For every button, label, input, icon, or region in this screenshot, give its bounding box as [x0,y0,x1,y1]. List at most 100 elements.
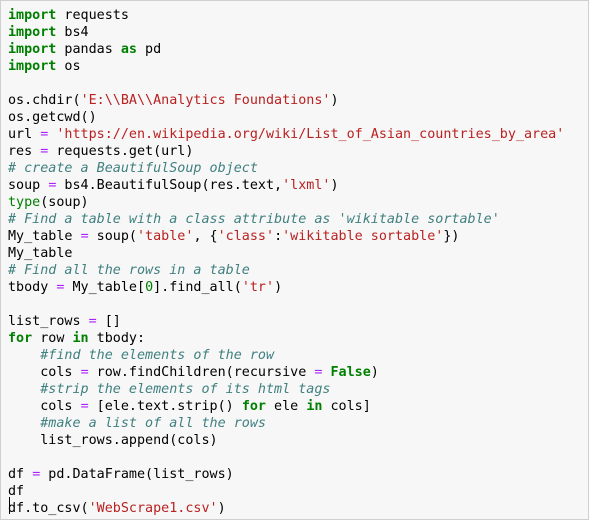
code-token: 'lxml' [282,178,331,193]
code-token: (soup) [40,195,89,210]
code-line[interactable]: import pandas as pd [8,41,564,58]
code-token: 'WebScrape1.csv' [88,501,218,516]
code-token: , { [193,229,218,244]
code-line[interactable]: # create a BeautifulSoup object [8,160,564,177]
code-token: ) [274,280,283,295]
code-line[interactable] [8,296,564,313]
code-token: = [40,127,49,142]
code-token: cols [8,365,81,380]
code-line[interactable]: My_table = soup('table', {'class':'wikit… [8,228,564,245]
code-token: os [56,59,81,74]
code-token: 0 [145,280,154,295]
code-line[interactable]: url = 'https://en.wikipedia.org/wiki/Lis… [8,126,564,143]
code-token: row.findChildren(recursive [88,365,315,380]
code-token: soup( [88,229,137,244]
code-token: bs4 [56,25,89,40]
code-token: #make a list of all the rows [40,416,266,431]
code-token: = [40,144,49,159]
code-token: ele [266,399,307,414]
code-line[interactable] [8,75,564,92]
code-token: df [8,467,33,482]
code-token: for [8,331,33,346]
code-line[interactable]: My_table [8,245,564,262]
code-line[interactable] [8,449,564,466]
code-line[interactable]: tbody = My_table[0].find_all('tr') [8,279,564,296]
code-token: as [120,42,137,57]
code-token: row [32,331,73,346]
code-line[interactable]: import os [8,58,564,75]
code-token: ) [217,501,226,516]
code-token: url [8,127,41,142]
code-token: df.to_csv( [8,501,89,516]
code-token: 'tr' [241,280,275,295]
code-token: import [8,59,57,74]
code-line[interactable]: df = pd.DataFrame(list_rows) [8,466,564,483]
code-token: }) [443,229,460,244]
code-token: os.chdir( [8,93,81,108]
code-token: ) [330,178,339,193]
code-token: os.getcwd() [8,110,97,125]
code-line[interactable]: type(soup) [8,194,564,211]
code-token: My_table [8,246,73,261]
code-line[interactable]: list_rows = [] [8,313,564,330]
code-token: pandas [56,42,121,57]
code-token: = [80,365,89,380]
code-line[interactable]: for row in tbody: [8,330,564,347]
code-token: 'class' [217,229,275,244]
code-token: bs4.BeautifulSoup(res.text, [56,178,283,193]
code-token: pd [137,42,162,57]
code-token: 'wikitable sortable' [282,229,444,244]
code-line[interactable]: df [8,483,564,500]
code-token: type [8,195,41,210]
code-token: tbody: [88,331,146,346]
code-token: for [241,399,266,414]
code-token: #strip the elements of its html tags [40,382,331,397]
code-line[interactable]: #make a list of all the rows [8,415,564,432]
code-line[interactable]: cols = [ele.text.strip() for ele in cols… [8,398,564,415]
code-token: = [88,314,97,329]
code-token: = [314,365,323,380]
code-line[interactable]: import requests [8,7,564,24]
code-token: My_table [8,229,81,244]
code-token: cols] [322,399,371,414]
code-line[interactable]: import bs4 [8,24,564,41]
code-token: soup [8,178,49,193]
code-token: = [56,280,65,295]
code-line[interactable]: #strip the elements of its html tags [8,381,564,398]
code-token: in [72,331,89,346]
code-token: : [274,229,283,244]
code-line[interactable]: soup = bs4.BeautifulSoup(res.text,'lxml'… [8,177,564,194]
code-token: = [48,178,57,193]
code-token: #find the elements of the row [40,348,275,363]
code-line[interactable]: cols = row.findChildren(recursive = Fals… [8,364,564,381]
code-token: requests.get(url) [48,144,194,159]
code-token: import [8,25,57,40]
code-token: res [8,144,41,159]
code-token: df [8,484,25,499]
code-token: import [8,42,57,57]
code-line[interactable]: list_rows.append(cols) [8,432,564,449]
code-token: list_rows [8,314,89,329]
code-line[interactable]: os.chdir('E:\\BA\\Analytics Foundations'… [8,92,564,109]
code-token: 'table' [137,229,194,244]
code-line[interactable]: # Find all the rows in a table [8,262,564,279]
code-token: ].find_all( [153,280,242,295]
code-token [8,348,40,363]
code-token: False [330,365,371,380]
code-line[interactable]: # Find a table with a class attribute as… [8,211,564,228]
code-token: = [80,399,89,414]
code-line[interactable]: res = requests.get(url) [8,143,564,160]
code-token: # create a BeautifulSoup object [8,161,258,176]
code-token: tbody [8,280,57,295]
code-line[interactable]: df.to_csv('WebScrape1.csv') [8,500,564,517]
code-token: = [32,467,41,482]
code-line[interactable]: os.getcwd() [8,109,564,126]
code-token [8,416,40,431]
code-token: import [8,8,57,23]
code-line[interactable]: #find the elements of the row [8,347,564,364]
code-token: My_table[ [64,280,146,295]
code-token: requests [56,8,129,23]
code-token [8,382,40,397]
